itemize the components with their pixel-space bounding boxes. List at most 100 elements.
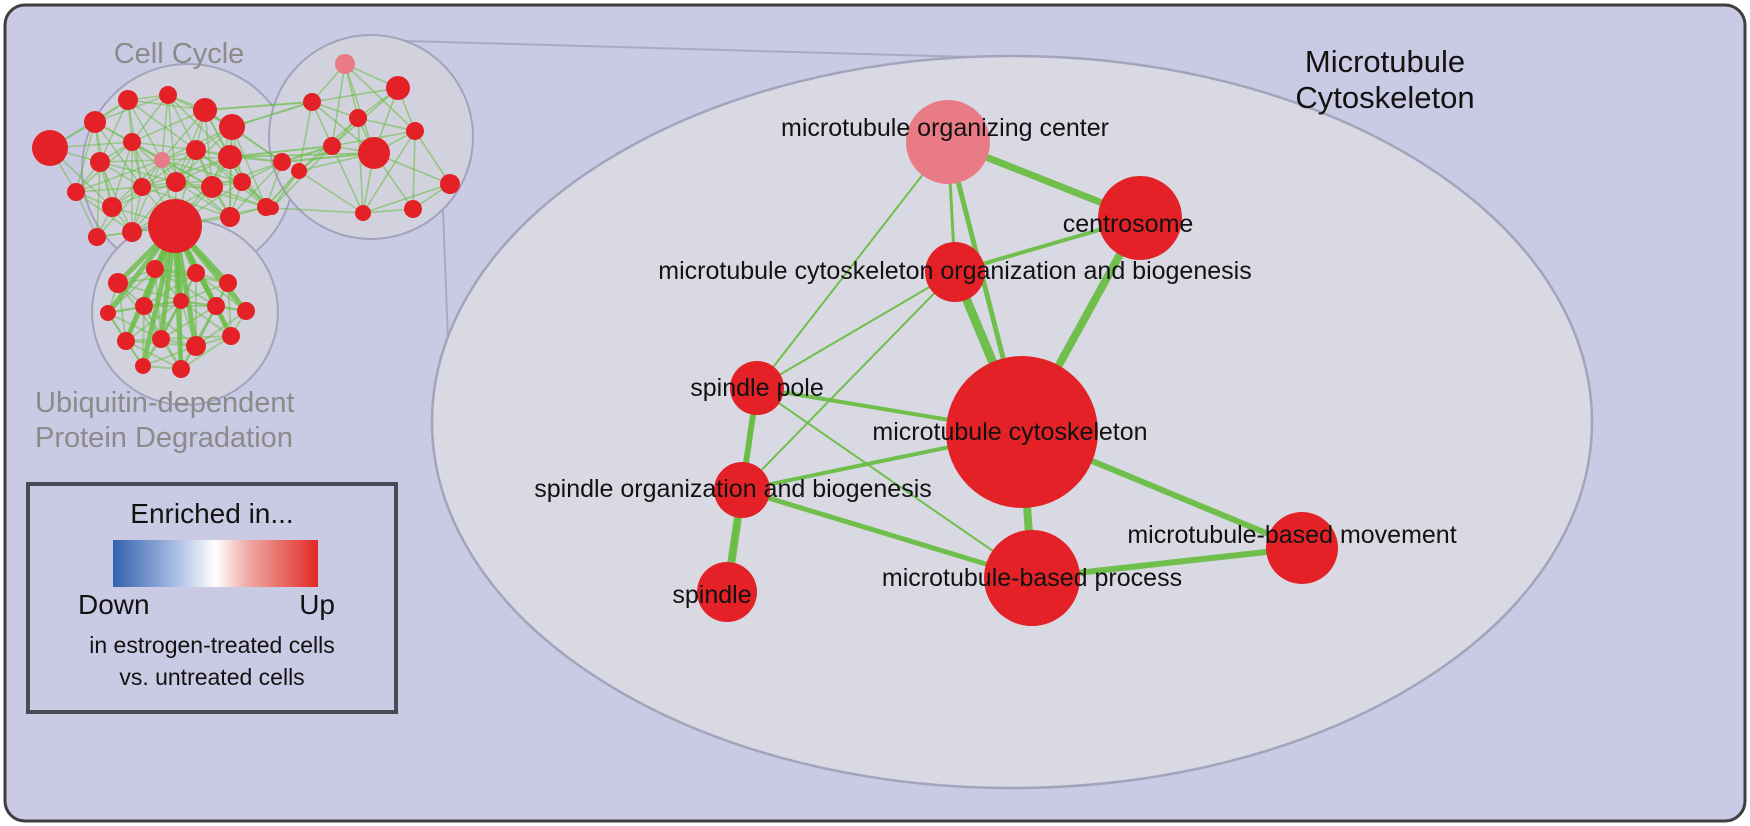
mini-node <box>172 360 190 378</box>
mini-edge <box>160 305 217 340</box>
mini-cross-edge <box>229 152 375 158</box>
mini-edge <box>362 130 416 214</box>
mini-edge <box>131 141 197 151</box>
figure-title-line1: Microtubule <box>1305 44 1465 79</box>
node-label-spindle: spindle <box>672 581 751 609</box>
legend-down-label: Down <box>78 589 150 620</box>
mini-node <box>100 305 116 321</box>
mini-edge <box>96 161 101 238</box>
mini-edge <box>75 159 163 193</box>
mini-node <box>237 302 255 320</box>
mini-edge <box>175 181 267 208</box>
mini-edge <box>211 161 283 188</box>
mini-edge <box>271 207 364 214</box>
cell-cycle-mini-nodes <box>32 86 291 253</box>
legend-gradient-bar <box>113 540 318 587</box>
mini-node <box>84 111 106 133</box>
mini-node <box>323 137 341 155</box>
mini-node <box>273 153 291 171</box>
mini-node <box>219 274 237 292</box>
node-centrosome <box>1098 176 1182 260</box>
mini-edge <box>99 99 129 163</box>
mini-node <box>122 222 142 242</box>
mini-edge <box>362 183 451 214</box>
mini-node <box>166 172 186 192</box>
figure-title-line2: Cytoskeleton <box>1295 80 1474 115</box>
node-microtubule-based-process <box>984 530 1080 626</box>
mini-node <box>207 297 225 315</box>
legend-caption-line2: vs. untreated cells <box>119 664 304 690</box>
node-label-microtubule-cytoskeleton-organization-and-biogenesis: microtubule cytoskeleton organization an… <box>658 257 1251 285</box>
mini-node <box>186 140 206 160</box>
mini-edge <box>180 335 232 370</box>
legend-box <box>26 482 398 714</box>
node-microtubule-based-movement <box>1266 512 1338 584</box>
mini-node <box>193 98 217 122</box>
mini-edge <box>127 99 163 161</box>
mini-node <box>146 260 164 278</box>
node-spindle-organization-and-biogenesis <box>714 462 770 518</box>
mini-edge <box>75 186 143 193</box>
mini-edge <box>161 159 231 218</box>
mini-node <box>335 54 355 74</box>
mini-node <box>220 207 240 227</box>
mini-node <box>219 114 245 140</box>
mini-edge <box>344 63 416 132</box>
mini-node <box>233 173 251 191</box>
mini-node <box>32 130 68 166</box>
edge-spindle-organization-and-biogenesis--microtubule-based-process <box>739 487 1035 581</box>
mini-node <box>154 152 170 168</box>
mini-node <box>152 330 170 348</box>
mini-edge <box>175 181 231 218</box>
mini-node <box>406 122 424 140</box>
mini-node <box>265 201 279 215</box>
mini-edge <box>131 109 206 143</box>
mini-node <box>90 152 110 172</box>
edge-microtubule-organizing-center--spindle-pole <box>756 141 949 389</box>
microtubule-mini-nodes <box>265 54 460 221</box>
node-microtubule-organizing-center <box>906 100 990 184</box>
mini-cross-edge <box>231 101 313 128</box>
mini-edge <box>127 99 197 151</box>
mini-node <box>88 228 106 246</box>
mini-node <box>303 93 321 111</box>
mini-cross-edge <box>204 101 313 111</box>
legend-caption-line1: in estrogen-treated cells <box>89 632 334 658</box>
mini-edge <box>229 161 283 218</box>
mini-node <box>187 264 205 282</box>
zoom-network-layer: microtubule organizing centercentrosomem… <box>534 100 1457 626</box>
node-label-spindle-pole: spindle pole <box>690 374 823 402</box>
node-label-microtubule-cytoskeleton: microtubule cytoskeleton <box>872 418 1147 446</box>
mini-node <box>148 199 202 253</box>
mini-node <box>222 327 240 345</box>
mini-edge <box>195 310 247 347</box>
mini-edge <box>195 149 267 208</box>
mini-node <box>349 109 367 127</box>
mini-node <box>67 183 85 201</box>
mini-edge <box>141 156 231 188</box>
node-label-microtubule-based-process: microtubule-based process <box>882 564 1182 592</box>
mini-node <box>135 358 151 374</box>
mini-edge <box>298 170 364 214</box>
mini-edge <box>131 159 163 233</box>
cluster-label-ubiquitin-line1: Ubiquitin-dependent <box>35 387 295 419</box>
legend: Enriched in... Down Up in estrogen-treat… <box>26 482 398 714</box>
mini-edge <box>357 117 364 214</box>
mini-node <box>108 273 128 293</box>
mini-node <box>123 133 141 151</box>
edge-microtubule-cytoskeleton-organization-and-biogenesis--spindle-pole <box>756 271 956 389</box>
legend-title: Enriched in... <box>130 498 293 529</box>
magnifier-line-top <box>405 40 1006 59</box>
mini-edge <box>141 149 197 188</box>
mini-edge <box>143 272 197 307</box>
mini-edge <box>414 130 451 185</box>
mini-edge <box>75 121 96 193</box>
mini-edge <box>99 161 133 233</box>
mini-node <box>201 176 223 198</box>
mini-node <box>173 293 189 309</box>
node-spindle-pole <box>730 361 784 415</box>
mini-node <box>135 297 153 315</box>
mini-network-layer <box>32 34 474 406</box>
